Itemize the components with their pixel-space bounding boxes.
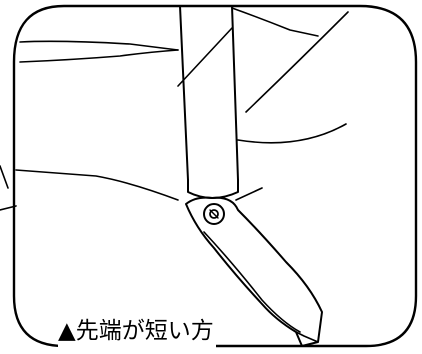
pivot-screw-inner bbox=[209, 209, 219, 219]
blade-tip-detail bbox=[295, 331, 319, 343]
blade-outline bbox=[185, 196, 323, 347]
line-art bbox=[0, 4, 418, 348]
fabric-line-1 bbox=[19, 40, 179, 51]
pivot-screw-slot bbox=[209, 209, 219, 219]
fabric-line-7 bbox=[177, 27, 233, 87]
pivot-screw-outer bbox=[203, 203, 225, 225]
fabric-line-2 bbox=[19, 49, 179, 63]
rod-left-edge bbox=[179, 5, 189, 181]
caption-label: ▲先端が短い方 bbox=[58, 313, 216, 349]
fabric-line-5 bbox=[245, 11, 349, 113]
fabric-line-3 bbox=[15, 169, 179, 201]
fabric-line-8 bbox=[235, 187, 263, 201]
frame-outline bbox=[12, 4, 418, 348]
left-edge-mark-lower bbox=[0, 205, 17, 211]
fabric-line-6 bbox=[237, 123, 347, 144]
fabric-line-4 bbox=[231, 7, 319, 37]
blade-inner-edge bbox=[203, 231, 301, 333]
left-edge-mark-upper bbox=[0, 165, 9, 189]
rod-right-edge bbox=[231, 5, 239, 181]
